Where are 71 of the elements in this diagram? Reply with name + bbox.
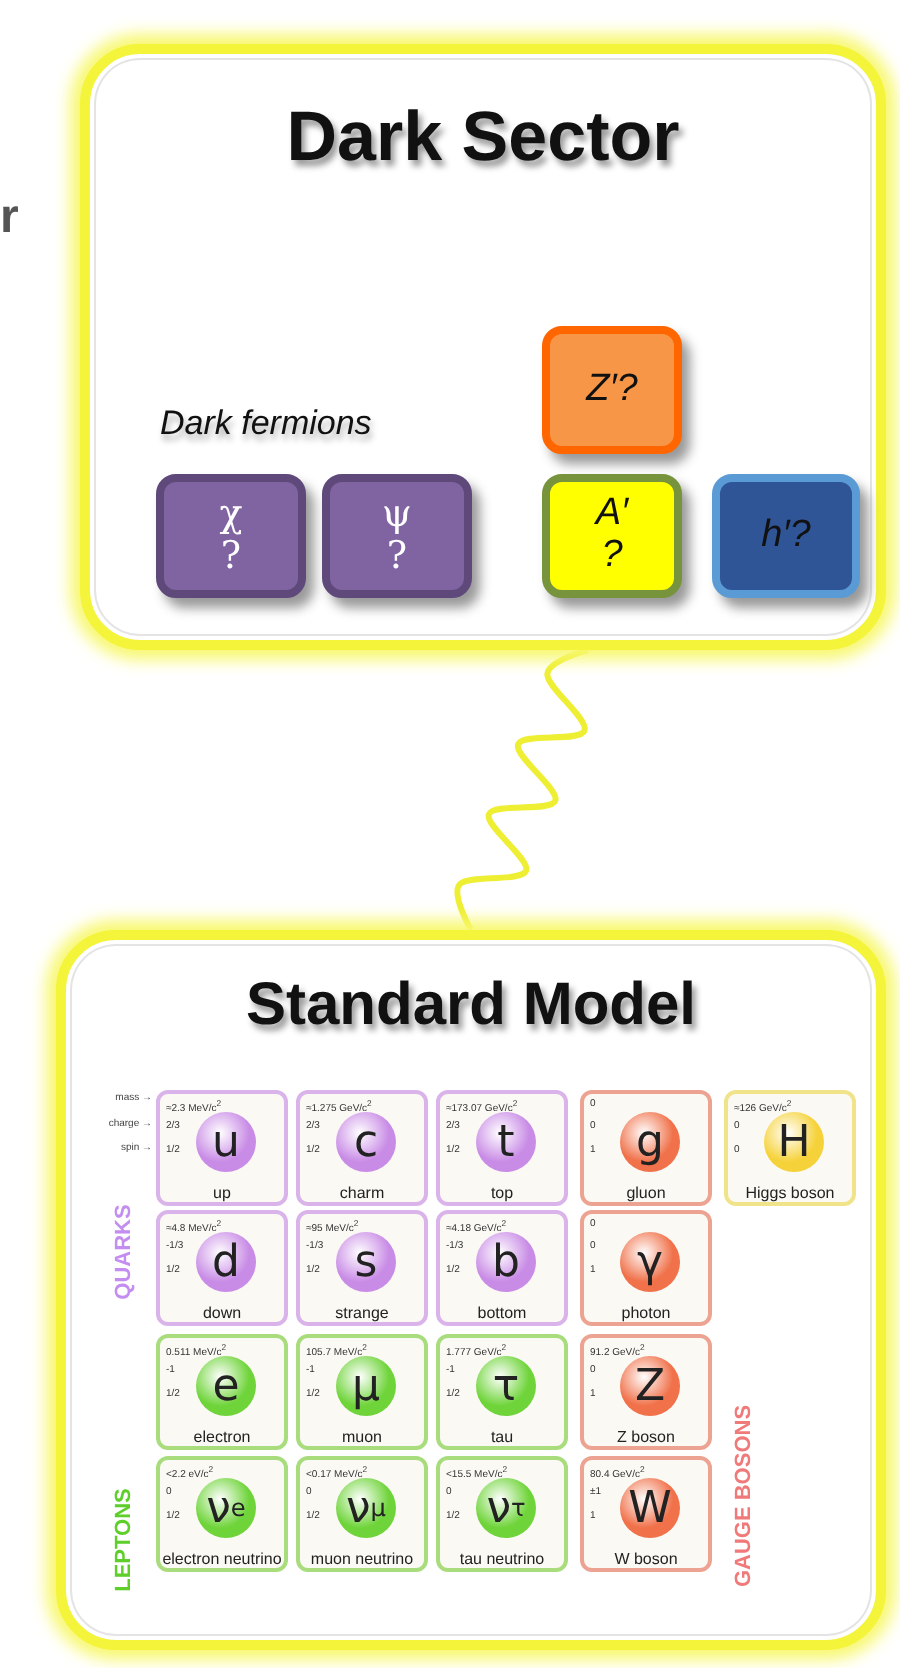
particle-symbol: γ: [620, 1232, 680, 1292]
particle-box: [712, 474, 860, 598]
particle-card: [296, 1090, 428, 1206]
particle-symbol: τ: [476, 1356, 536, 1416]
particle-symbol: Z: [620, 1356, 680, 1416]
particle-card: [296, 1334, 428, 1450]
particle-label: ?: [601, 536, 623, 578]
particle-card: [156, 1334, 288, 1450]
particle-card: [580, 1456, 712, 1572]
particle-name: Z boson: [615, 1430, 677, 1444]
particle-card: [580, 1210, 712, 1326]
particle-card: [724, 1090, 856, 1206]
particle-label: ?: [220, 536, 242, 578]
particle-name: up: [211, 1186, 233, 1200]
particle-card: [436, 1090, 568, 1206]
particle-card: [296, 1456, 428, 1572]
particle-name: photon: [619, 1306, 673, 1320]
particle-symbol: u: [196, 1112, 256, 1172]
particle-card: [156, 1456, 288, 1572]
cut-off-text: r: [0, 190, 19, 246]
particle-symbol: t: [476, 1112, 536, 1172]
particle-card: [156, 1210, 288, 1326]
particle-box: [542, 326, 682, 454]
particle-name: tau neutrino: [457, 1552, 547, 1566]
particle-symbol: μ: [336, 1356, 396, 1416]
particle-name: down: [200, 1306, 244, 1320]
particle-name: electron: [191, 1430, 253, 1444]
particle-symbol: d: [196, 1232, 256, 1292]
particle-card: [296, 1210, 428, 1326]
particle-symbol: g: [620, 1112, 680, 1172]
particle-label: ψ: [382, 494, 412, 536]
particle-symbol: c: [336, 1112, 396, 1172]
group-label: Dark fermions: [160, 404, 372, 444]
particle-label: h′?: [761, 515, 811, 557]
particle-card: [580, 1334, 712, 1450]
particle-name: top: [488, 1186, 516, 1200]
particle-symbol: W: [620, 1478, 680, 1538]
particle-name: electron neutrino: [160, 1552, 284, 1566]
particle-name: tau: [488, 1430, 516, 1444]
particle-name: W boson: [612, 1552, 680, 1566]
particle-name: muon neutrino: [308, 1552, 416, 1566]
particle-name: charm: [337, 1186, 387, 1200]
sector-panel: [80, 44, 886, 650]
panel-title: Dark Sector: [284, 98, 682, 178]
particle-card: [156, 1090, 288, 1206]
particle-name: bottom: [475, 1306, 529, 1320]
category-label: LEPTONS: [112, 1488, 136, 1592]
particle-box: [542, 474, 682, 598]
particle-label: Z′?: [586, 369, 638, 411]
particle-name: strange: [333, 1306, 391, 1320]
particle-name: Higgs boson: [743, 1186, 837, 1200]
particle-card: [580, 1090, 712, 1206]
particle-box: [156, 474, 306, 598]
panel-title: Standard Model: [243, 972, 698, 1040]
particle-name: muon: [339, 1430, 384, 1444]
particle-symbol: s: [336, 1232, 396, 1292]
category-label: GAUGE BOSONS: [732, 1404, 756, 1588]
particle-name: gluon: [624, 1186, 668, 1200]
category-label: QUARKS: [112, 1204, 136, 1300]
particle-symbol: e: [196, 1356, 256, 1416]
particle-label: χ: [219, 494, 243, 536]
particle-label: A′: [595, 494, 629, 536]
particle-card: [436, 1210, 568, 1326]
particle-card: [436, 1334, 568, 1450]
model-panel: [56, 930, 886, 1650]
particle-card: [436, 1456, 568, 1572]
particle-symbol: b: [476, 1232, 536, 1292]
wavy-line: [454, 647, 589, 932]
particle-label: ?: [386, 536, 408, 578]
particle-symbol: H: [764, 1112, 824, 1172]
particle-box: [322, 474, 472, 598]
